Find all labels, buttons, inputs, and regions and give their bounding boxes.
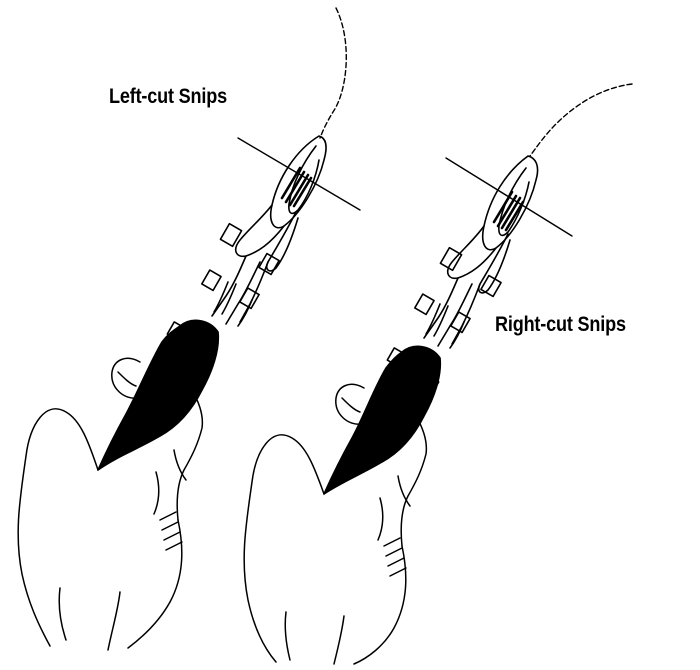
right-cut-snips <box>243 83 633 665</box>
left-cut-line <box>319 7 347 139</box>
left-cut-snips-label: Left-cut Snips <box>109 85 227 108</box>
left-cut-snips <box>17 7 361 651</box>
right-body <box>386 225 511 395</box>
left-grip <box>97 319 220 471</box>
left-body <box>166 204 299 341</box>
left-hand <box>17 357 204 651</box>
right-hand <box>243 383 428 665</box>
right-jaws <box>481 155 539 251</box>
left-jaws <box>269 135 327 229</box>
right-cut-snips-label: Right-cut Snips <box>495 313 626 336</box>
right-cut-line <box>529 83 633 157</box>
right-grip <box>323 345 442 495</box>
